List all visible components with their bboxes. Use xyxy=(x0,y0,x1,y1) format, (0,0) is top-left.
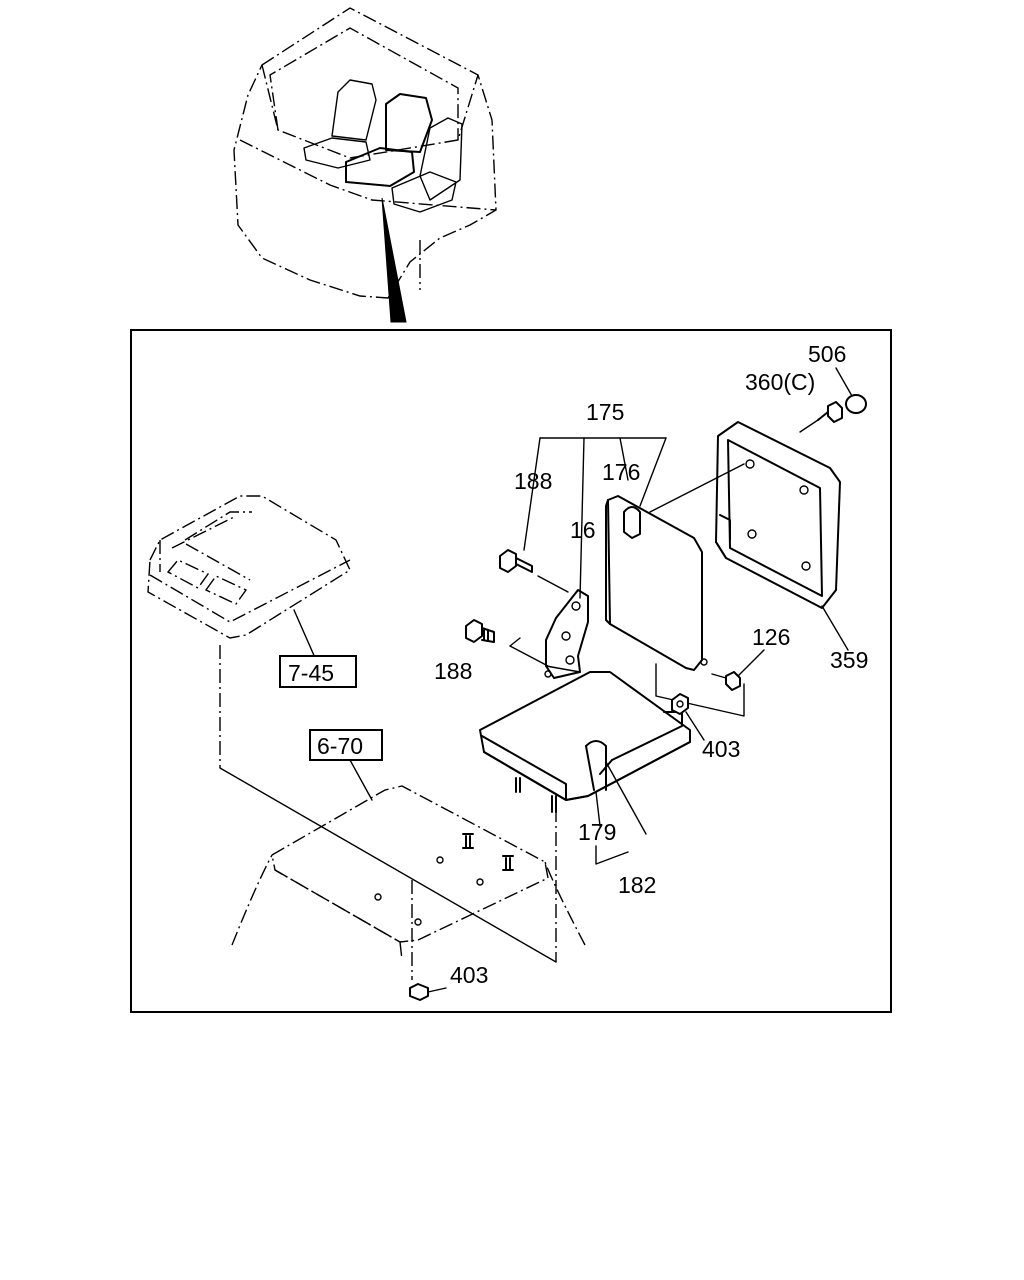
floor-base xyxy=(231,759,586,961)
callout-labels: 506 360(C) 175 176 188 16 188 126 359 40… xyxy=(434,341,868,988)
label-506: 506 xyxy=(808,341,846,367)
screw-360 xyxy=(799,401,843,433)
label-182: 182 xyxy=(618,872,656,898)
hinge-bracket xyxy=(544,589,589,679)
seat-cushion xyxy=(479,671,691,865)
reference-670: 6-70 xyxy=(309,729,383,761)
reference-745: 7-45 xyxy=(279,655,357,688)
nut-403-bottom xyxy=(409,983,447,1001)
backrest xyxy=(605,495,708,671)
label-16: 16 xyxy=(570,517,596,543)
nut-403-right xyxy=(671,693,689,715)
label-360c: 360(C) xyxy=(745,369,815,395)
label-403-right: 403 xyxy=(702,736,740,762)
bolt-188-bottom xyxy=(465,619,549,667)
cab-overview xyxy=(233,7,497,323)
pointer-wedge xyxy=(381,197,407,323)
ref-label-670: 6-70 xyxy=(317,733,363,759)
label-126: 126 xyxy=(752,624,790,650)
label-188-bottom: 188 xyxy=(434,658,472,684)
bolt-188-top xyxy=(499,549,569,593)
console-cover xyxy=(147,495,351,661)
assembly-lines xyxy=(219,645,557,980)
label-175: 175 xyxy=(586,399,624,425)
label-176: 176 xyxy=(602,459,640,485)
callout-leaders xyxy=(523,367,853,741)
ref-label-745: 7-45 xyxy=(288,660,334,686)
back-cover xyxy=(649,421,841,609)
label-403-bottom: 403 xyxy=(450,962,488,988)
cap-506 xyxy=(845,394,867,414)
label-188-top: 188 xyxy=(514,468,552,494)
screw-126 xyxy=(655,663,745,717)
label-359: 359 xyxy=(830,647,868,673)
label-179: 179 xyxy=(578,819,616,845)
detail-frame xyxy=(130,329,892,1013)
